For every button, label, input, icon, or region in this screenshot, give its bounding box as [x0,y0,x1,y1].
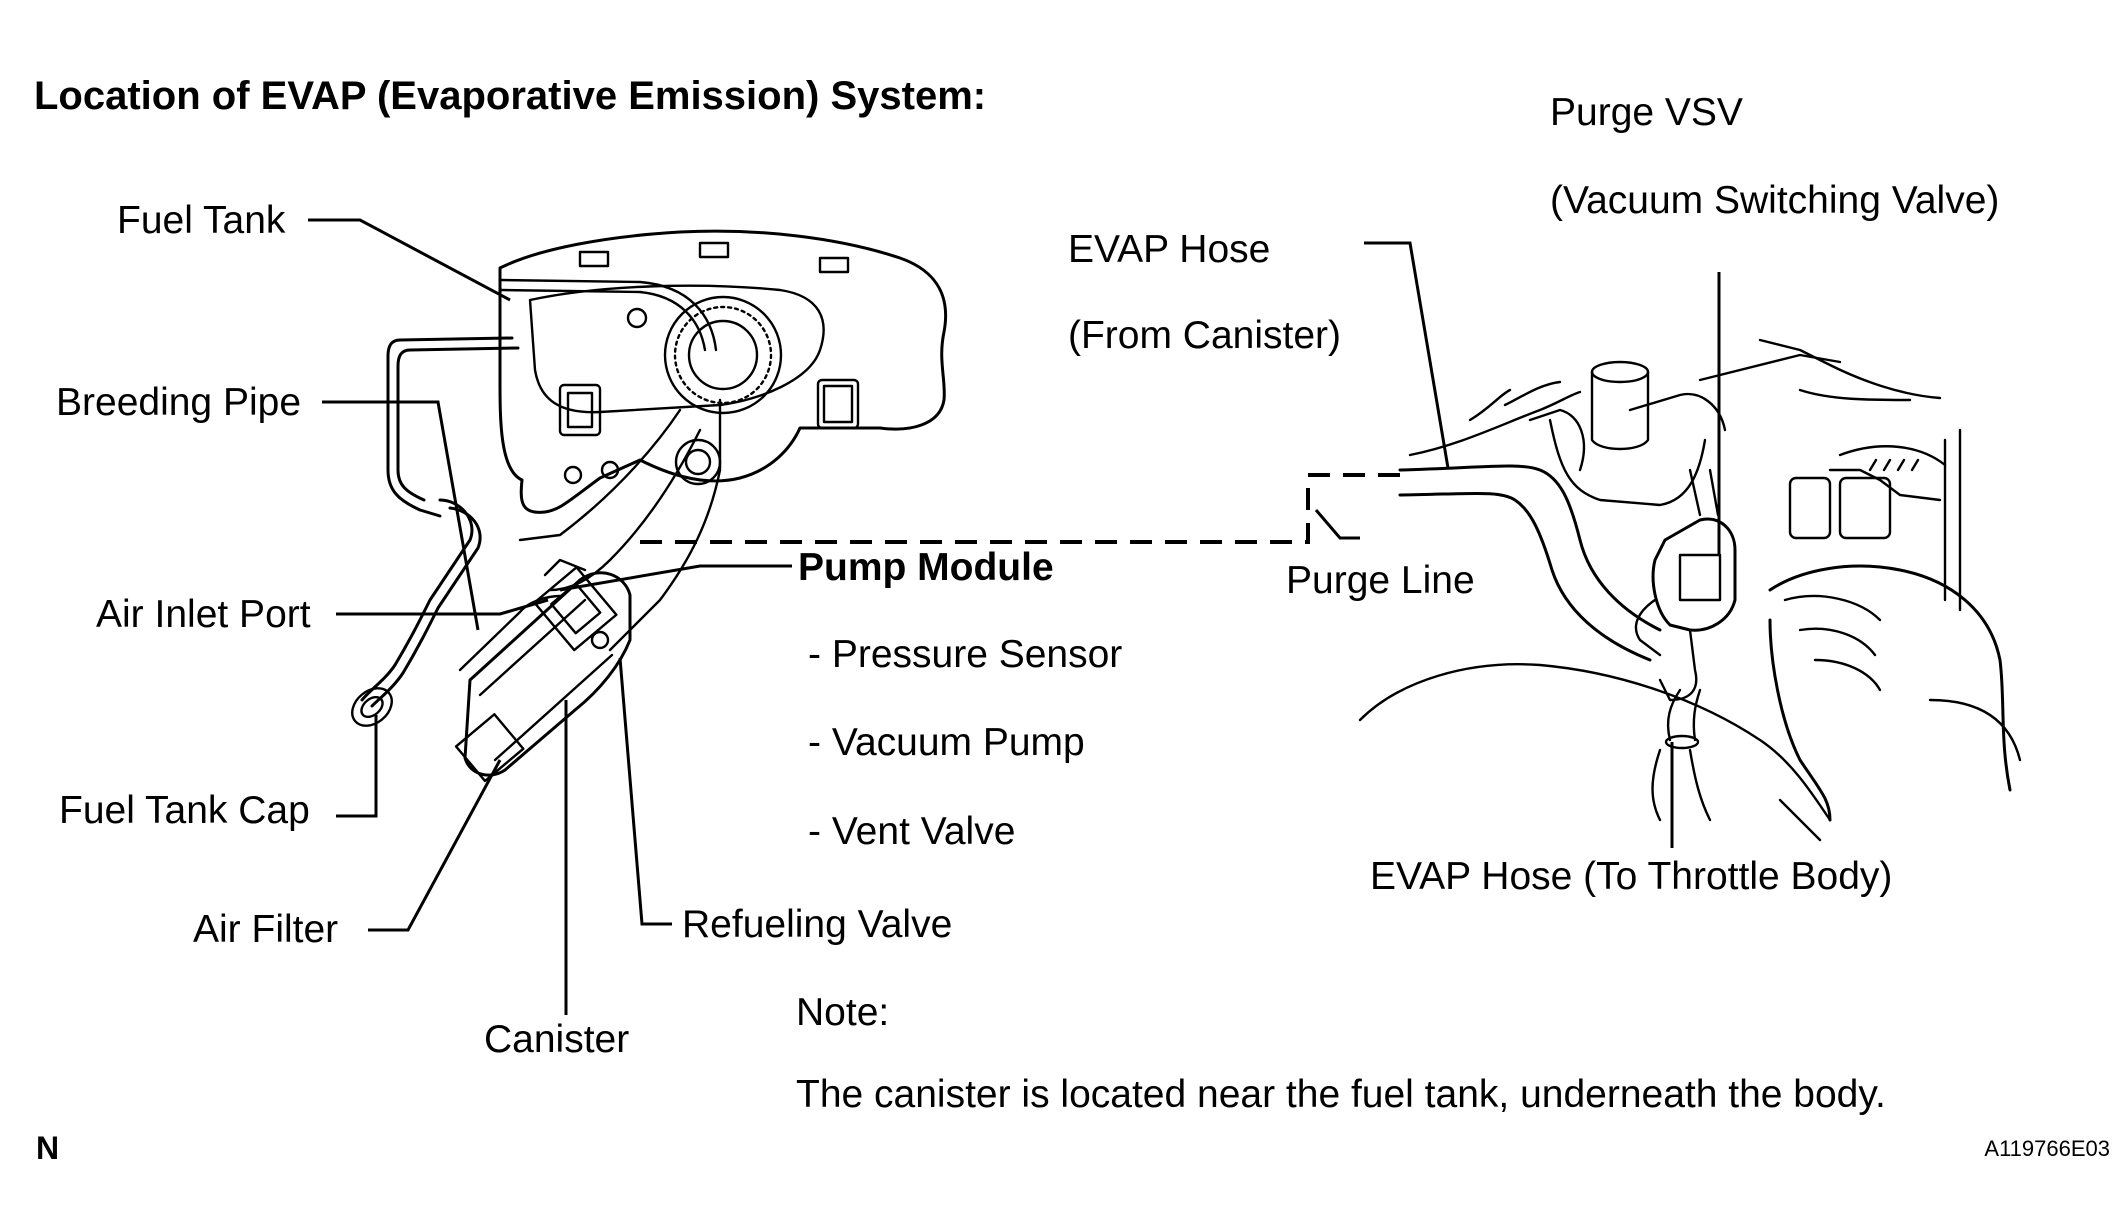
label-evap-hose-from-sub: (From Canister) [1068,314,1342,357]
label-vent-valve: - Vent Valve [808,810,1016,853]
note-text: The canister is located near the fuel ta… [796,1073,1886,1116]
figure-code: A119766E03 [1984,1136,2110,1161]
leader-lines [308,218,1721,1015]
label-purge-vsv-sub: (Vacuum Switching Valve) [1550,179,2000,222]
fuel-tank-drawing [351,229,948,783]
label-breeding-pipe: Breeding Pipe [56,381,302,424]
label-fuel-tank: Fuel Tank [117,199,286,242]
corner-mark: N [36,1130,60,1166]
label-air-inlet-port: Air Inlet Port [96,593,311,636]
label-vacuum-pump: - Vacuum Pump [808,721,1085,764]
label-canister: Canister [484,1018,630,1061]
label-pressure-sensor: - Pressure Sensor [808,633,1123,676]
label-fuel-tank-cap: Fuel Tank Cap [59,789,310,832]
page-title: Location of EVAP (Evaporative Emission) … [34,74,987,118]
label-purge-vsv: Purge VSV [1550,91,1743,134]
purge-line [640,473,1400,544]
label-pump-module: Pump Module [798,546,1054,589]
label-evap-hose-from: EVAP Hose [1068,228,1271,271]
label-purge-line: Purge Line [1286,559,1475,602]
label-air-filter: Air Filter [193,908,339,951]
label-evap-hose-to-throttle: EVAP Hose (To Throttle Body) [1370,855,1893,898]
note-heading: Note: [796,991,890,1034]
label-refueling-valve: Refueling Valve [682,903,953,946]
